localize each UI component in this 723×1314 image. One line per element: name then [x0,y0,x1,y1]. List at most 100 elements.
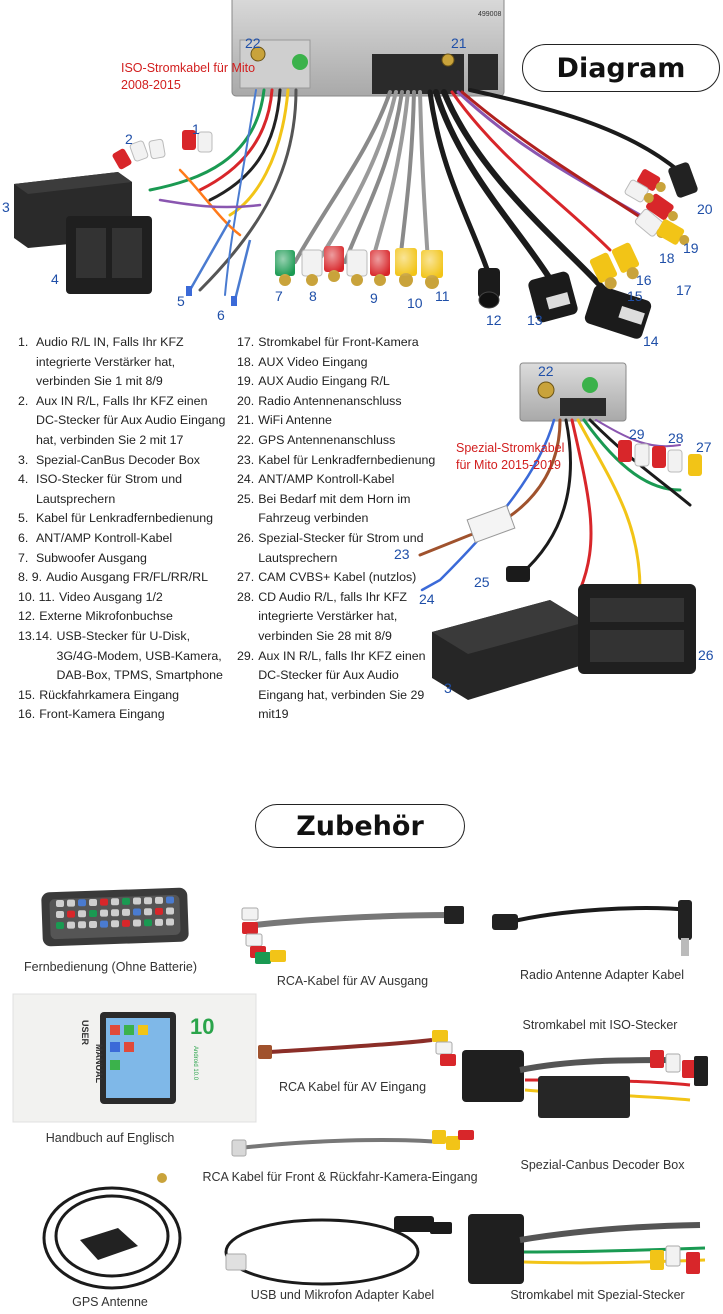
legend-item-text: Video Ausgang 1/2 [58,589,163,604]
mic-jack [478,268,500,309]
remote-button [144,919,152,927]
legend-item: 8. 9.Audio Ausgang FR/FL/RR/RL [18,568,230,588]
caption-usb-mic: USB und Mikrofon Adapter Kabel [250,1288,435,1302]
legend-item-text: ISO-Stecker für Strom und Lautsprechern [36,472,182,506]
callout-10: 10 [407,295,423,311]
legend-item-text: CD Audio R/L, falls Ihr KFZ integrierte … [258,589,407,643]
special-cable-note: Spezial-Stromkabel für Mito 2015-2019 [456,441,565,472]
legend-item-text: Radio Antennenanschluss [258,393,402,408]
callout-24: 24 [419,591,435,607]
diagram-title: Diagram [522,44,720,92]
legend-item-number: 12. [18,609,36,624]
callout-25: 25 [474,574,490,590]
caption-rca-in: RCA Kabel für AV Eingang [278,1080,427,1094]
rca-out-cable [241,906,464,964]
legend-item: 28.CD Audio R/L, falls Ihr KFZ integrier… [237,588,437,647]
legend-item-text: Audio Ausgang FR/FL/RR/RL [46,570,208,585]
legend-item-number: 1. [18,335,29,349]
legend-item-text: GPS Antennenanschluss [258,432,396,447]
callout-19: 19 [683,240,699,256]
legend-item-number: 3. [18,452,29,467]
antenna-connector [668,162,698,198]
legend-item-number: 23. [237,452,255,467]
legend-item-text: Spezial-Stecker für Strom und Lautsprech… [258,530,424,565]
caption-canbus-box: Spezial-Canbus Decoder Box [520,1158,685,1172]
legend-item-text: Bei Bedarf mit dem Horn im Fahrzeug verb… [258,491,411,526]
legend-item: 2.Aux IN R/L, Falls Ihr KFZ einen DC-Ste… [18,392,230,451]
legend-item-number: 7. [18,550,29,565]
manual-line-1: USER [80,1020,90,1046]
legend-item: 16.Front-Kamera Eingang [18,705,230,725]
remote-button [155,896,163,904]
legend-item-number: 15. [18,687,36,702]
remote-button [78,899,86,907]
special-connector [578,584,696,674]
legend-item: 5.Kabel für Lenkradfernbedienung [18,509,230,529]
rca-aux-in-plugs [112,130,213,170]
decoder-box-bottom [432,600,586,700]
remote-button [67,921,75,929]
svg-text:10: 10 [190,1014,214,1039]
legend-item-text: ANT/AMP Kontroll-Kabel [36,530,173,545]
remote-button [133,919,141,927]
legend-item: 20.Radio Antennenanschluss [237,392,437,412]
callout-6: 6 [217,307,225,323]
legend-item: 29.Aux IN R/L, falls Ihr KFZ einen DC-St… [237,647,437,725]
legend-item-number: 29. [237,648,255,663]
remote-button [56,922,64,929]
legend-item-number: 17. [237,335,255,349]
legend-item: 22.GPS Antennenanschluss [237,431,437,451]
legend-item-text: Kabel für Lenkradfernbedienung [36,511,214,526]
legend-item-text: Spezial-CanBus Decoder Box [36,452,200,467]
legend-item-number: 4. [18,472,29,487]
callout-7: 7 [275,288,283,304]
legend-item-text: ANT/AMP Kontroll-Kabel [258,472,395,487]
user-manual: 10 [12,993,257,1123]
legend-item-number: 8. 9. [18,570,43,585]
callout-28: 28 [668,430,684,446]
legend-item-number: 27. [237,570,255,585]
legend-item: 3. Spezial-CanBus Decoder Box [18,451,230,471]
legend-item-number: 24. [237,472,255,487]
legend-item-number: 10. 11. [18,589,55,604]
callout-2: 2 [125,131,133,147]
head-unit-serial: 499008 [478,11,501,18]
legend-item: 6.ANT/AMP Kontroll-Kabel [18,529,230,549]
gps-antenna [42,1173,182,1290]
remote-button [100,920,108,928]
legend-item-text: Subwoofer Ausgang [36,550,147,565]
remote-button [100,898,108,906]
callout-20: 20 [697,201,713,217]
iso-power-cable [462,1050,708,1118]
remote-button [111,909,119,917]
callout-12: 12 [486,312,502,328]
legend-item: 26.Spezial-Stecker für Strom und Lautspr… [237,529,437,568]
caption-rca-camera: RCA Kabel für Front & Rückfahr-Kamera-Ei… [202,1170,478,1184]
remote-button [144,908,152,916]
legend-item: 15.Rückfahrkamera Eingang [18,686,230,706]
legend-item-text: CAM CVBS+ Kabel (nutzlos) [258,570,417,585]
rca-camera-cable [231,1130,474,1157]
remote-button [100,909,108,917]
remote-button [144,897,152,905]
legend-item-text: Aux IN R/L, Falls Ihr KFZ einen DC-Steck… [36,393,226,447]
legend-item: 1. Audio R/L IN, Falls Ihr KFZ integriert… [18,333,230,392]
legend-item-text: Externe Mikrofonbuchse [39,609,173,624]
remote-button [133,897,141,905]
legend-item-text: Audio R/L IN, Falls Ihr KFZ integrierte … [36,335,184,389]
special-power-cable [468,1214,706,1284]
callout-3b: 3 [444,680,452,696]
remote-button [89,909,97,917]
legend-item: 7. Subwoofer Ausgang [18,549,230,569]
antenna-adapter-cable [492,900,692,956]
callout-16: 16 [636,272,652,288]
legend-item-text: USB-Stecker für U-Disk, 3G/4G-Modem, USB… [56,628,223,683]
legend-item: 27.CAM CVBS+ Kabel (nutzlos) [237,568,437,588]
legend-left: 1. Audio R/L IN, Falls Ihr KFZ integriert… [18,333,230,725]
callout-11: 11 [435,288,450,304]
legend-item-text: Stromkabel für Front-Kamera [258,335,419,349]
legend-item-text: Rückfahrkamera Eingang [39,687,180,702]
legend-item: 13.14.USB-Stecker für U-Disk, 3G/4G-Mode… [18,627,230,686]
